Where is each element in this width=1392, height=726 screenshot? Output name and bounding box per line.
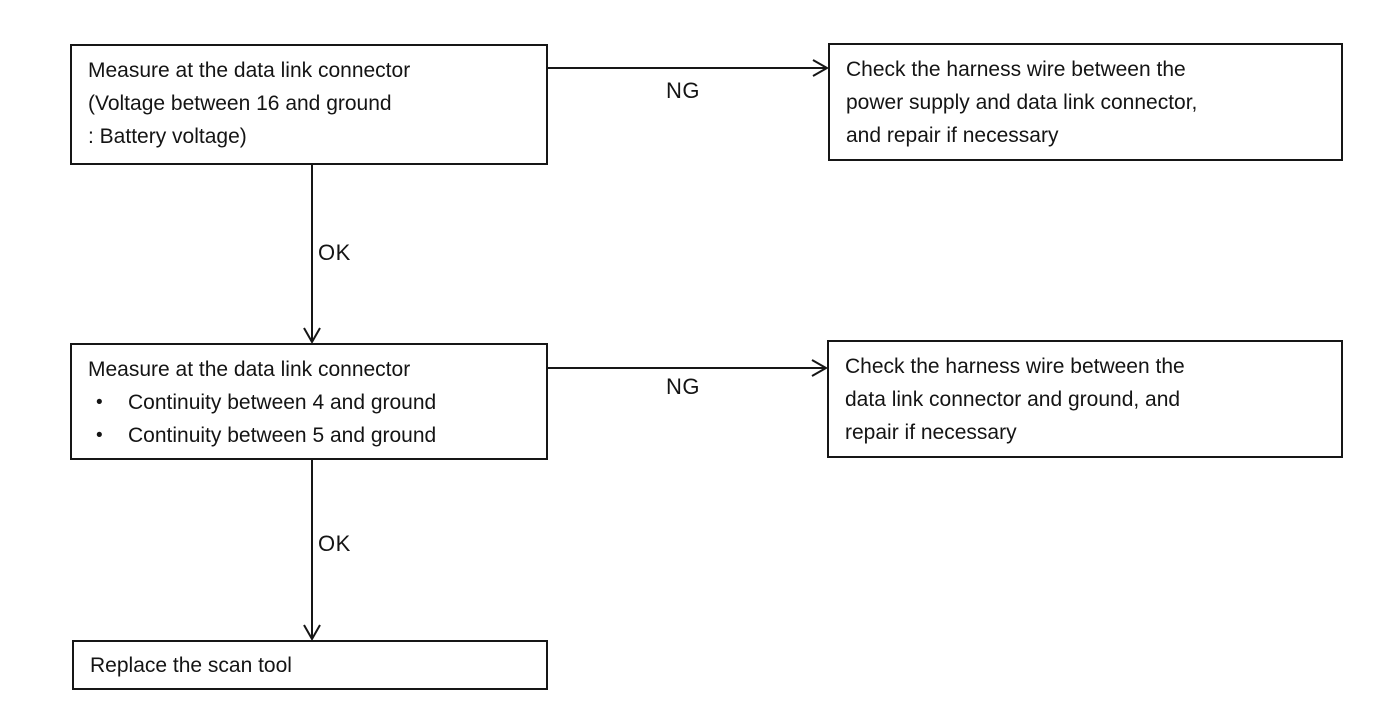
box-replace-scan-tool: Replace the scan tool <box>72 640 548 690</box>
box-text-line: data link connector and ground, and <box>845 388 1181 411</box>
box-text-line: and repair if necessary <box>846 124 1059 147</box>
box-text-line: Continuity between 5 and ground <box>128 424 437 447</box>
box-text-line: : Battery voltage) <box>88 125 247 148</box>
box-text-line: Replace the scan tool <box>90 653 292 677</box>
box-text-line: Check the harness wire between the <box>846 58 1186 81</box>
box-text-line: Measure at the data link connector <box>88 59 411 82</box>
bullet-icon: • <box>96 392 103 413</box>
box-text-line: power supply and data link connector, <box>846 91 1198 114</box>
box-measure-voltage: Measure at the data link connector (Volt… <box>70 44 548 165</box>
box-text-line: Continuity between 4 and ground <box>128 391 437 414</box>
box-check-ground-harness: Check the harness wire between the data … <box>827 340 1343 458</box>
bullet-item: • Continuity between 5 and ground <box>88 419 532 452</box>
box-text-line: repair if necessary <box>845 421 1017 444</box>
box-text-line: (Voltage between 16 and ground <box>88 92 392 115</box>
label-ng-top: NG <box>666 78 700 103</box>
box-text-line: Check the harness wire between the <box>845 355 1185 378</box>
bullet-item: • Continuity between 4 and ground <box>88 386 532 419</box>
label-ok-top: OK <box>318 240 351 265</box>
label-ok-bottom: OK <box>318 531 351 556</box>
label-ng-middle: NG <box>666 374 700 399</box>
bullet-icon: • <box>96 425 103 446</box>
box-text-line: Measure at the data link connector <box>88 358 411 381</box>
box-measure-continuity: Measure at the data link connector • Con… <box>70 343 548 460</box>
arrow-ng-top <box>548 59 830 77</box>
box-check-power-harness: Check the harness wire between the power… <box>828 43 1343 161</box>
